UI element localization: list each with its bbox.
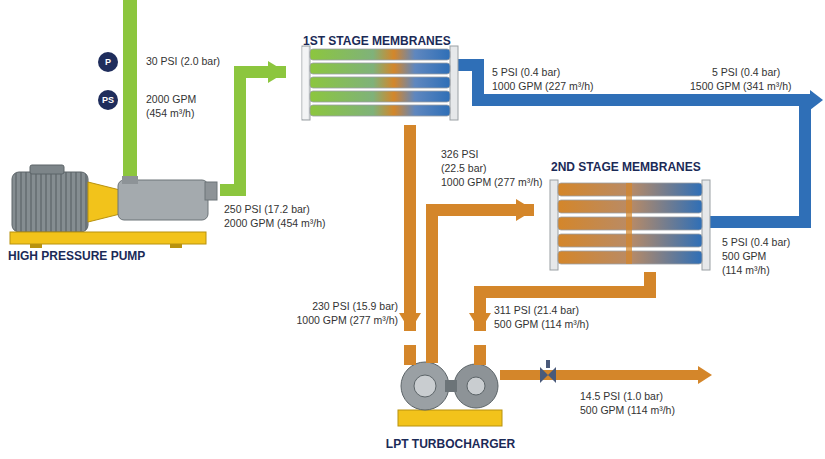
membrane-stage: 1ST STAGE MEMBRANES <box>300 32 460 125</box>
pipe-connector <box>404 125 416 331</box>
membrane-stage: 2ND STAGE MEMBRANES <box>548 158 712 272</box>
flow-reading: 5 PSI (0.4 bar) <box>492 66 560 79</box>
symbol-letter: P <box>105 57 111 67</box>
flow-reading: 2000 GPM (454 m³/h) <box>224 217 326 230</box>
turbocharger-unit: LPT TURBOCHARGER <box>383 345 518 452</box>
flow-reading: 1000 GPM (277 m³/h) <box>296 314 398 327</box>
pipe-connector <box>480 272 650 331</box>
flow-reading: (114 m³/h) <box>722 264 770 277</box>
flow-reading: 1000 GPM (227 m³/h) <box>492 80 594 93</box>
flow-reading: 500 GPM (114 m³/h) <box>494 318 589 331</box>
flow-reading: 1000 GPM (277 m³/h) <box>441 176 543 189</box>
equipment-heading: 1ST STAGE MEMBRANES <box>303 34 451 48</box>
flow-reading: (454 m³/h) <box>146 107 194 120</box>
flow-reading: 311 PSI (21.4 bar) <box>494 304 579 317</box>
flow-reading: 5 PSI (0.4 bar) <box>712 66 780 79</box>
equipment-heading: 2ND STAGE MEMBRANES <box>551 160 701 174</box>
flow-reading: (22.5 bar) <box>441 162 487 175</box>
pressure-switch-symbol: PS <box>98 90 118 110</box>
pump-unit: HIGH PRESSURE PUMP <box>5 160 220 264</box>
flow-reading: 326 PSI <box>441 148 478 161</box>
flow-reading: 5 PSI (0.4 bar) <box>722 236 790 249</box>
equipment-heading: LPT TURBOCHARGER <box>386 437 515 451</box>
flow-reading: 500 GPM (114 m³/h) <box>580 404 675 417</box>
flow-reading: 1500 GPM (341 m³/h) <box>690 80 792 93</box>
flow-reading: 2000 GPM <box>146 93 196 106</box>
symbol-letter: PS <box>102 95 114 105</box>
flow-reading: 14.5 PSI (1.0 bar) <box>580 390 663 403</box>
equipment-heading: HIGH PRESSURE PUMP <box>8 249 145 263</box>
flow-reading: 230 PSI (15.9 bar) <box>312 300 398 313</box>
flow-reading: 500 GPM <box>722 250 766 263</box>
flow-reading: 250 PSI (17.2 bar) <box>224 203 310 216</box>
flow-reading: 30 PSI (2.0 bar) <box>146 55 220 68</box>
pressure-symbol: P <box>98 52 118 72</box>
pipe-connector <box>220 72 286 190</box>
